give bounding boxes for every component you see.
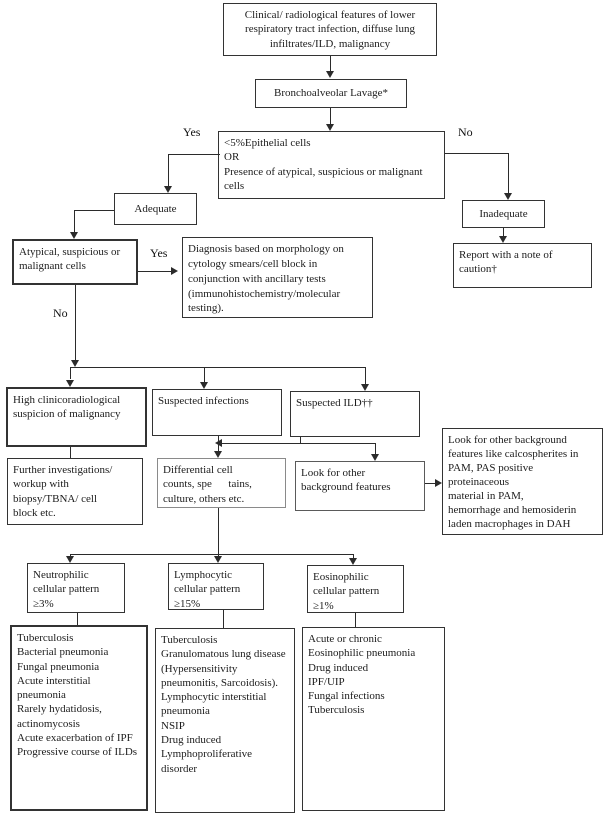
clinical-features-box: Clinical/ radiological features of lower… [223, 3, 437, 56]
connector-line [70, 447, 71, 458]
connector-line [355, 613, 356, 627]
atypical-cells-box: Atypical, suspicious or malignant cells [12, 239, 138, 285]
list-item: IPF/UIP [308, 675, 345, 688]
arrowhead-down [371, 454, 379, 461]
arrowhead-down [499, 236, 507, 243]
inadequate-box: Inadequate [462, 200, 545, 228]
list-item: Granulomatous lung disease [161, 648, 286, 661]
connector-line [300, 437, 301, 444]
connector-line [503, 228, 504, 238]
connector-line [70, 554, 354, 555]
arrowhead-left [215, 439, 222, 447]
connector-line [353, 554, 354, 560]
arrowhead-down [66, 380, 74, 387]
arrowhead-right [171, 267, 178, 275]
list-item: Rarely hydatidosis, actinomycosis [17, 703, 105, 730]
arrowhead-down [200, 382, 208, 389]
arrowhead-down [326, 71, 334, 78]
list-item: Tuberculosis [17, 632, 74, 644]
arrowhead-down [349, 558, 357, 565]
list-item: Bacterial pneumonia [17, 646, 109, 659]
list-item: Drug induced [308, 661, 369, 674]
list-item: Fungal pneumonia [17, 660, 100, 673]
arrowhead-down [361, 384, 369, 391]
arrowhead-right [435, 479, 442, 487]
bal-box: Bronchoalveolar Lavage* [255, 79, 407, 108]
connector-line [375, 443, 376, 455]
arrowhead-down [326, 124, 334, 131]
suspected-infections-box: Suspected infections [152, 389, 282, 436]
yes-label-diagnosis: Yes [150, 246, 168, 260]
list-item: Tuberculosis [161, 634, 218, 646]
arrowhead-down [66, 556, 74, 563]
arrowhead-down [214, 556, 222, 563]
connector-line [508, 153, 509, 194]
arrowhead-down [70, 232, 78, 239]
list-item: Progressive course of ILDs [17, 746, 138, 759]
no-label-down: No [53, 306, 68, 320]
background-features-box: Look for other background features like … [442, 428, 603, 535]
list-item: Fungal infections [308, 690, 385, 703]
connector-line [75, 285, 76, 361]
arrowhead-down [164, 186, 172, 193]
list-item: Drug induced [161, 734, 222, 747]
list-item: Lymphocytic interstitial pneumonia [161, 691, 270, 718]
list-item: NSIP [161, 719, 185, 732]
connector-line [70, 367, 366, 368]
adequate-box: Adequate [114, 193, 197, 225]
arrowhead-down [504, 193, 512, 200]
connector-line [204, 367, 205, 382]
list-item: Tuberculosis [308, 704, 365, 717]
eosinophilic-pattern-box: Eosinophilic cellular pattern ≥1% [307, 565, 404, 613]
connector-line [223, 610, 224, 628]
connector-line [222, 443, 375, 444]
suspected-ild-box: Suspected ILD†† [290, 391, 420, 437]
list-item: Acute exacerbation of IPF [17, 732, 133, 745]
connector-line [330, 108, 331, 125]
list-item: Acute or chronic Eosinophilic pneumonia [308, 633, 416, 660]
connector-line [138, 271, 172, 272]
neutrophilic-pattern-box: Neutrophilic cellular pattern ≥3% [27, 563, 125, 613]
connector-line [74, 210, 75, 233]
connector-line [365, 367, 366, 384]
list-item: (Hypersensitivity pneumonitis, Sarcoidos… [161, 662, 279, 689]
connector-line [77, 613, 78, 625]
arrowhead-down [71, 360, 79, 367]
epithelial-decision-box: <5%Epithelial cells OR Presence of atypi… [218, 131, 445, 199]
yes-label-adequate: Yes [183, 125, 201, 139]
list-item: Lymphoproliferative disorder [161, 748, 255, 775]
connector-line [70, 367, 71, 379]
high-suspicion-box: High clinicoradiological suspicion of ma… [6, 387, 147, 447]
list-item: Acute interstitial pneumonia [17, 674, 94, 702]
connector-line [218, 508, 219, 554]
differential-counts-box: Differential cell counts, spe tains, cul… [157, 458, 286, 508]
connector-line [168, 154, 220, 155]
look-background-box: Look for other background features [295, 461, 425, 511]
lymphocytic-pattern-box: Lymphocytic cellular pattern ≥15% [168, 563, 264, 610]
connector-line [425, 483, 436, 484]
diagnosis-morphology-box: Diagnosis based on morphology on cytolog… [182, 237, 373, 318]
connector-line [330, 56, 331, 73]
arrowhead-down [214, 451, 222, 458]
further-investigations-box: Further investigations/ workup with biop… [7, 458, 143, 525]
connector-line [74, 210, 114, 211]
connector-line [168, 154, 169, 187]
connector-line [445, 153, 508, 154]
no-label-inadequate: No [458, 125, 473, 139]
report-caution-box: Report with a note of caution† [453, 243, 592, 288]
